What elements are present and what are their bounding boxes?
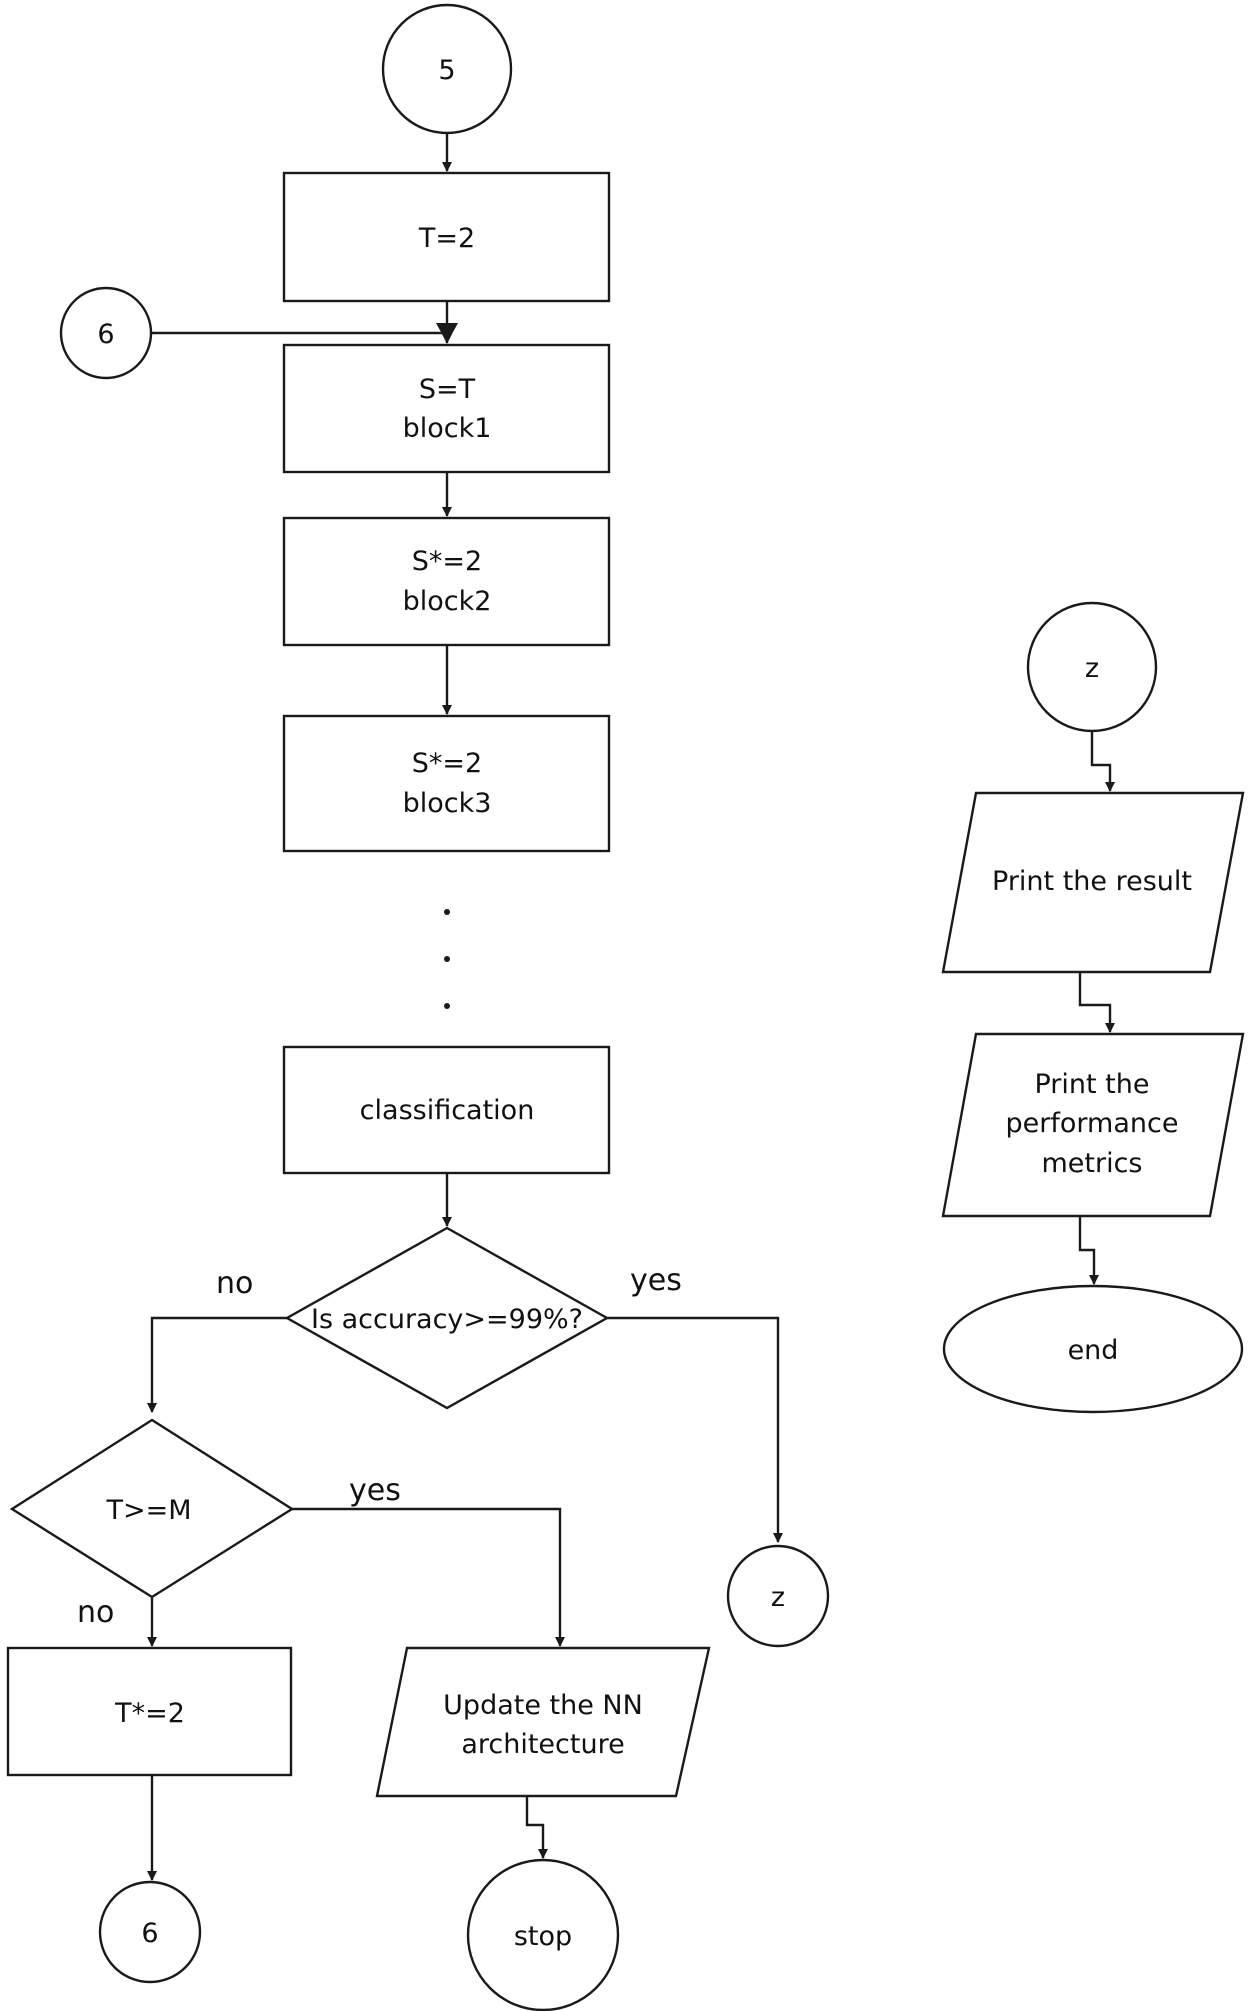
process-block1-line1: S=T: [419, 374, 476, 405]
process-block3: S*=2 block3: [282, 714, 611, 853]
branch-accuracy-yes-label: yes: [630, 1263, 682, 1298]
connector-z-bottom: z: [726, 1544, 830, 1648]
process-block1-line2: block1: [403, 413, 492, 444]
terminal-end: end: [942, 1284, 1244, 1414]
process-block3-line1: S*=2: [412, 748, 482, 779]
process-block2-line1: S*=2: [412, 546, 482, 577]
connector-z-right-label: z: [1085, 653, 1099, 684]
branch-tcheck-no-label: no: [77, 1595, 114, 1630]
ellipsis-dot-1: [444, 909, 450, 915]
connector-6-left-label: 6: [97, 319, 114, 350]
decision-accuracy-label: Is accuracy>=99%?: [311, 1304, 583, 1335]
connector-6-bottom-label: 6: [141, 1918, 158, 1949]
process-block1: S=T block1: [282, 343, 611, 474]
arrow-accuracy-yes: [607, 1316, 783, 1543]
io-print-metrics: Print the performance metrics: [941, 1032, 1245, 1218]
process-classification-label: classification: [360, 1095, 535, 1126]
process-t-double: T*=2: [6, 1646, 293, 1777]
connector-5-label: 5: [438, 55, 455, 86]
arrow-z-to-print-result: [1090, 732, 1115, 792]
terminal-end-label: end: [1068, 1335, 1119, 1366]
connector-6-left: 6: [59, 286, 153, 380]
connector-z-bottom-label: z: [771, 1582, 785, 1613]
io-update-nn: Update the NN architecture: [375, 1646, 711, 1798]
arrow-tcheck-yes: [292, 1507, 565, 1647]
terminal-stop: stop: [466, 1858, 620, 2011]
connector-6-bottom: 6: [98, 1880, 202, 1984]
ellipsis-dot-3: [444, 1003, 450, 1009]
io-print-result-label: Print the result: [992, 866, 1192, 897]
io-print-result: Print the result: [941, 791, 1245, 974]
process-t-init-label: T=2: [418, 223, 475, 254]
process-block2-line2: block2: [403, 586, 492, 617]
io-print-metrics-line3: metrics: [1041, 1148, 1142, 1179]
ellipsis-dot-2: [444, 956, 450, 962]
branch-accuracy-no-label: no: [216, 1266, 253, 1301]
terminal-stop-label: stop: [514, 1921, 572, 1952]
process-classification: classification: [282, 1045, 611, 1175]
connector-5-top: 5: [381, 3, 513, 135]
io-print-metrics-line2: performance: [1006, 1108, 1179, 1139]
arrowhead-6-into-block1: [436, 323, 458, 343]
arrow-accuracy-no: [147, 1316, 287, 1413]
process-block3-line2: block3: [403, 788, 492, 819]
decision-accuracy: Is accuracy>=99%?: [284, 1226, 610, 1410]
io-update-nn-line2: architecture: [461, 1729, 624, 1760]
io-print-metrics-line1: Print the: [1034, 1069, 1149, 1100]
process-block2: S*=2 block2: [282, 516, 611, 647]
connector-z-right: z: [1026, 601, 1158, 733]
arrow-metrics-to-end: [1078, 1216, 1099, 1285]
process-t-init: T=2: [282, 171, 611, 303]
arrow-update-to-stop: [525, 1796, 548, 1859]
branch-tcheck-yes-label: yes: [349, 1473, 401, 1508]
process-t-double-label: T*=2: [114, 1698, 185, 1729]
ellipsis-dots: [444, 909, 450, 1009]
arrow-print-result-to-metrics: [1078, 972, 1115, 1033]
io-update-nn-line1: Update the NN: [443, 1690, 643, 1721]
decision-t-check: T>=M: [9, 1418, 295, 1599]
decision-t-check-label: T>=M: [105, 1495, 191, 1526]
